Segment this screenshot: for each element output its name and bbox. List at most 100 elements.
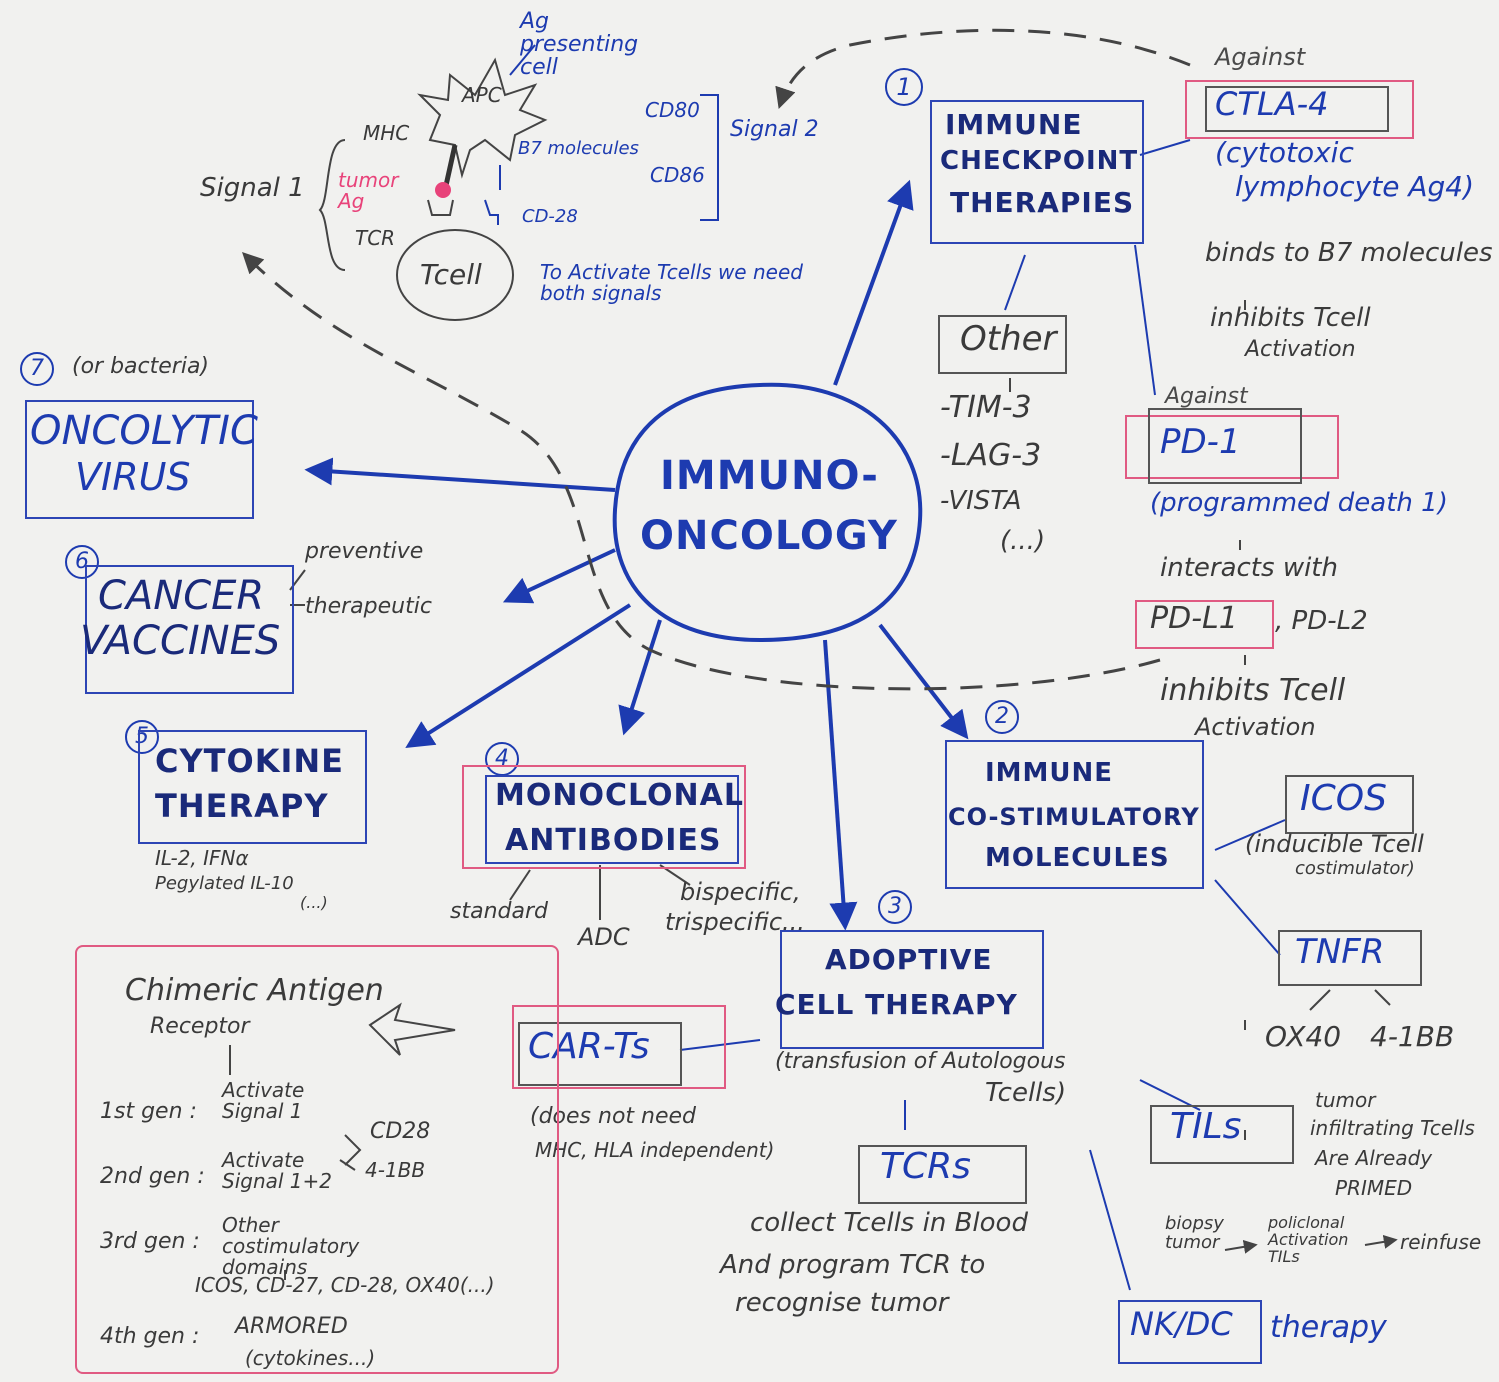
pd1-box: [1148, 408, 1302, 484]
gen4-desc: ARMORED: [235, 1314, 348, 1339]
41bb-label: 4-1BB: [1370, 1020, 1455, 1053]
tumor-ag-dot: [435, 182, 451, 198]
icos-desc-1: (inducible Tcell: [1245, 830, 1424, 858]
cd86-label: CD86: [650, 163, 705, 187]
costim-title-1: IMMUNE: [985, 758, 1114, 788]
tils-label: TILs: [1170, 1106, 1242, 1147]
cart-desc-2: MHC, HLA independent): [535, 1138, 775, 1162]
tcrs-desc-1: collect Tcells in Blood: [750, 1208, 1028, 1238]
tcell-label: Tcell: [420, 258, 482, 291]
cd28-label: CD-28: [522, 206, 578, 227]
other-item-3: -VISTA: [940, 486, 1022, 516]
ctla4-label: CTLA-4: [1215, 85, 1329, 123]
apc-cell-shape: [417, 57, 548, 179]
pdl2-label: , PD-L2: [1275, 606, 1368, 636]
other-item-1: -TIM-3: [940, 390, 1032, 425]
tcrs-label: TCRs: [880, 1146, 971, 1187]
tils-desc-1: tumor: [1315, 1088, 1376, 1112]
vaccines-therapeutic: therapeutic: [305, 594, 432, 619]
mab-trispecific: trispecific...: [665, 908, 805, 936]
polyclonal-step: policlonal Activation TILs: [1268, 1213, 1349, 1266]
costim-box: [945, 740, 1204, 889]
ctla4-desc-1: (cytotoxic: [1215, 136, 1354, 169]
car-receptor-sketch: [368, 1002, 456, 1056]
arrow-to-adoptive: [823, 639, 858, 931]
arrow-to-oncolytic: [304, 457, 616, 492]
adoptive-title-2: CELL THERAPY: [775, 988, 1018, 1021]
checkpoint-title-1: IMMUNE: [945, 108, 1083, 141]
tcrs-desc-2: And program TCR to: [720, 1250, 986, 1280]
number-7-badge: 7: [20, 352, 54, 386]
gen4-sub: (cytokines...): [245, 1346, 376, 1370]
tils-box: [1150, 1105, 1294, 1164]
other-item-2: -LAG-3: [940, 438, 1042, 473]
costim-title-3: MOLECULES: [985, 843, 1170, 873]
mab-title-1: MONOCLONAL: [495, 778, 744, 813]
icos-box: [1285, 775, 1414, 834]
gen3-label: 3rd gen :: [100, 1229, 200, 1254]
cytokine-title-2: THERAPY: [155, 787, 329, 825]
cart-desc-1: (does not need: [530, 1104, 696, 1129]
pd1-inhibits: inhibits Tcell: [1160, 673, 1346, 708]
gen4-label: 4th gen :: [100, 1324, 200, 1349]
oncolytic-box: [25, 400, 254, 519]
arrow-to-cytokine: [405, 603, 632, 749]
tcrs-box: [858, 1145, 1027, 1204]
car-title-2: Receptor: [150, 1014, 250, 1039]
gen2-opt-cd28: CD28: [370, 1119, 431, 1144]
mhc-label: MHC: [363, 121, 410, 145]
ctla4-desc-2: lymphocyte Ag4): [1235, 170, 1475, 203]
icos-label: ICOS: [1300, 778, 1387, 819]
vaccines-title-1: CANCER: [98, 573, 265, 619]
pdl1-label: PD-L1: [1150, 601, 1238, 636]
gen2-opt-41bb: 4-1BB: [365, 1158, 426, 1182]
adoptive-title-1: ADOPTIVE: [825, 943, 993, 976]
costim-title-2: CO-STIMULATORY: [948, 803, 1200, 831]
tcr-label: TCR: [355, 226, 396, 250]
arrow-to-vaccines: [502, 548, 616, 604]
dashed-arc-signal1: [242, 252, 1161, 691]
pd1-label: PD-1: [1160, 422, 1241, 462]
signal2-label: Signal 2: [730, 117, 819, 142]
gen3-desc: Other costimulatory domains: [222, 1213, 360, 1279]
apc-presenting-label: Ag presenting cell: [520, 9, 639, 81]
apc-label: APC: [462, 83, 502, 107]
checkpoint-title-3: THERAPIES: [950, 186, 1135, 219]
ctla4-box: [1205, 86, 1389, 132]
ox40-label: OX40: [1265, 1020, 1342, 1053]
vaccines-title-2: VACCINES: [80, 618, 281, 664]
binds-b7: binds to B7 molecules: [1205, 238, 1493, 268]
arrow-to-costim: [878, 623, 969, 740]
mab-standard: standard: [450, 899, 548, 924]
checkpoint-box: [930, 100, 1144, 244]
b7-label: B7 molecules: [518, 138, 639, 159]
oncolytic-title-2: VIRUS: [75, 455, 191, 499]
dashed-arc-signal2: [775, 28, 1191, 109]
other-item-4: (...): [1000, 526, 1046, 556]
vaccines-preventive: preventive: [305, 539, 424, 564]
cytokine-box: [138, 730, 367, 844]
number-3-badge: 3: [878, 890, 912, 924]
nkdc-box: [1118, 1300, 1262, 1364]
adoptive-sub-1: (transfusion of Autologous: [775, 1049, 1066, 1074]
other-box: [938, 315, 1067, 374]
mab-box: [485, 775, 739, 864]
checkpoint-title-2: CHECKPOINT: [940, 146, 1139, 176]
gen1-label: 1st gen :: [100, 1099, 197, 1124]
nkdc-label: NK/DC: [1130, 1305, 1233, 1343]
center-title-line2: ONCOLOGY: [640, 513, 898, 559]
biopsy-step: biopsy tumor: [1165, 1213, 1224, 1253]
cytokine-desc-1: IL-2, IFNα: [155, 846, 249, 870]
ctla4-inhibits: inhibits Tcell: [1210, 303, 1371, 333]
tnfr-box: [1278, 930, 1422, 986]
adoptive-box: [780, 930, 1044, 1049]
pd1-activation: Activation: [1195, 713, 1316, 741]
vaccines-box: [85, 565, 294, 694]
ctla4-pink-box: [1185, 80, 1414, 139]
mab-adc: ADC: [578, 923, 630, 951]
adoptive-sub-2: Tcells): [985, 1078, 1067, 1108]
pd1-pink-box: [1125, 415, 1339, 479]
signal1-label: Signal 1: [200, 173, 305, 203]
oncolytic-note: (or bacteria): [72, 354, 210, 379]
